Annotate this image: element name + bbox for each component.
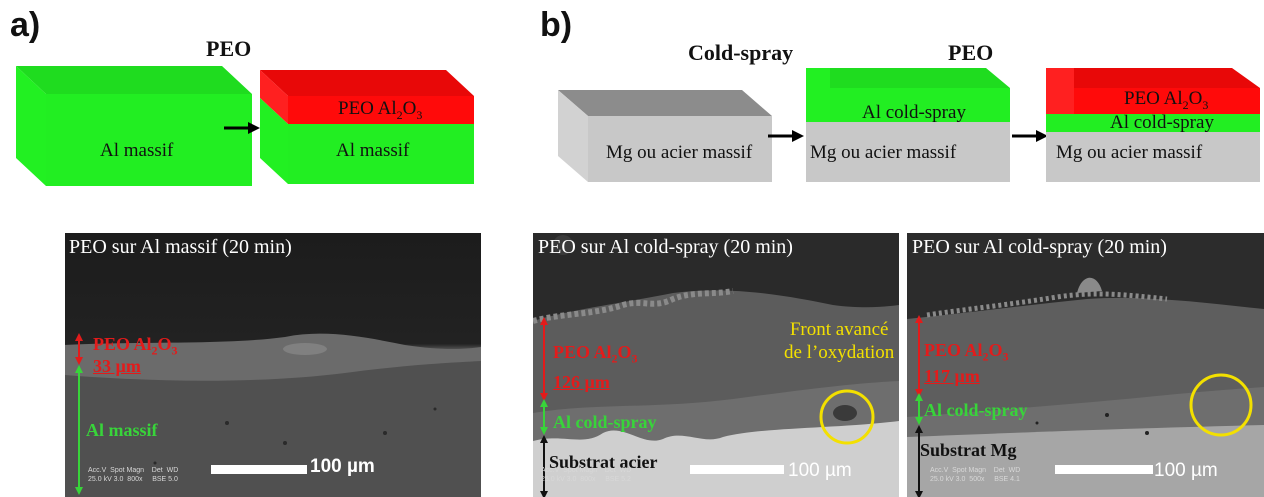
panel-b-arrow2-icon (1012, 130, 1048, 142)
sem-b-left-green-label: Al cold-spray (553, 412, 657, 432)
sem-b-right-green-label: Al cold-spray (924, 400, 1028, 420)
panel-b-block3-mid-label: Al cold-spray (1110, 112, 1214, 133)
panel-a-block-al-massif (16, 66, 252, 186)
sem-a-title: PEO sur Al massif (20 min) (69, 236, 292, 258)
sem-a-red-label: PEO Al2O3 (93, 334, 178, 358)
panel-b-block3-bottom-label: Mg ou acier massif (1056, 142, 1203, 163)
panel-b-block-substrate (558, 90, 772, 182)
sem-b-left-title: PEO sur Al cold-spray (20 min) (538, 236, 793, 258)
sem-b-right-metadata: Acc.V Spot Magn Det WD 25.0 kV 3.0 500x … (930, 467, 1021, 483)
sem-a-metadata: Acc.V Spot Magn Det WD 25.0 kV 3.0 800x … (88, 467, 179, 483)
panel-b-block3-top-label: PEO Al2O3 (1124, 88, 1209, 112)
panel-b-block2-top-label: Al cold-spray (862, 102, 966, 123)
sem-b-right-scale-label: 100 µm (1154, 460, 1218, 481)
sem-a-green-label: Al massif (86, 420, 158, 440)
panel-b-block1-label: Mg ou acier massif (606, 142, 753, 163)
panel-a-letter: a) (10, 6, 41, 44)
sem-b-left-annotation: Front avancé de l’oxydation (784, 319, 895, 363)
panel-b-letter: b) (540, 6, 573, 44)
panel-b-arrow1-icon (768, 130, 804, 142)
panel-b-block-peo-cold-spray (1046, 68, 1260, 182)
panel-b-step1-title: Cold-spray (688, 40, 794, 65)
panel-b-step2-title: PEO (948, 40, 994, 65)
panel-a-block2-top-label: PEO Al2O3 (338, 98, 423, 122)
panel-a-block1-label: Al massif (100, 140, 174, 161)
panel-b-block2-bottom-label: Mg ou acier massif (810, 142, 957, 163)
sem-b-left-substrate-label: Substrat acier (549, 452, 658, 472)
sem-a-red-thickness: 33 µm (93, 356, 141, 376)
sem-image-b-right (907, 233, 1264, 497)
sem-a-scale-label: 100 µm (310, 456, 375, 477)
sem-image-b-left (533, 233, 899, 497)
sem-b-left-red-thickness: 126 µm (553, 372, 610, 392)
sem-b-right-red-label: PEO Al2O3 (924, 340, 1009, 364)
sem-b-right-title: PEO sur Al cold-spray (20 min) (912, 236, 1167, 258)
panel-a-block-peo-al (260, 70, 474, 184)
sem-image-a (65, 233, 481, 497)
sem-b-right-substrate-label: Substrat Mg (920, 440, 1017, 460)
panel-b-block-cold-spray (806, 68, 1010, 182)
panel-a-step-title: PEO (206, 36, 252, 61)
panel-a-block2-bottom-label: Al massif (336, 140, 410, 161)
panel-a-arrow-icon (224, 122, 260, 134)
sem-b-right-red-thickness: 117 µm (924, 366, 980, 386)
sem-b-left-metadata: Acc.V Spot Magn Det WD 25.0 kV 3.0 800x … (541, 467, 632, 483)
sem-b-left-scale-label: 100 µm (788, 460, 852, 481)
sem-b-left-red-label: PEO Al2O3 (553, 342, 638, 366)
